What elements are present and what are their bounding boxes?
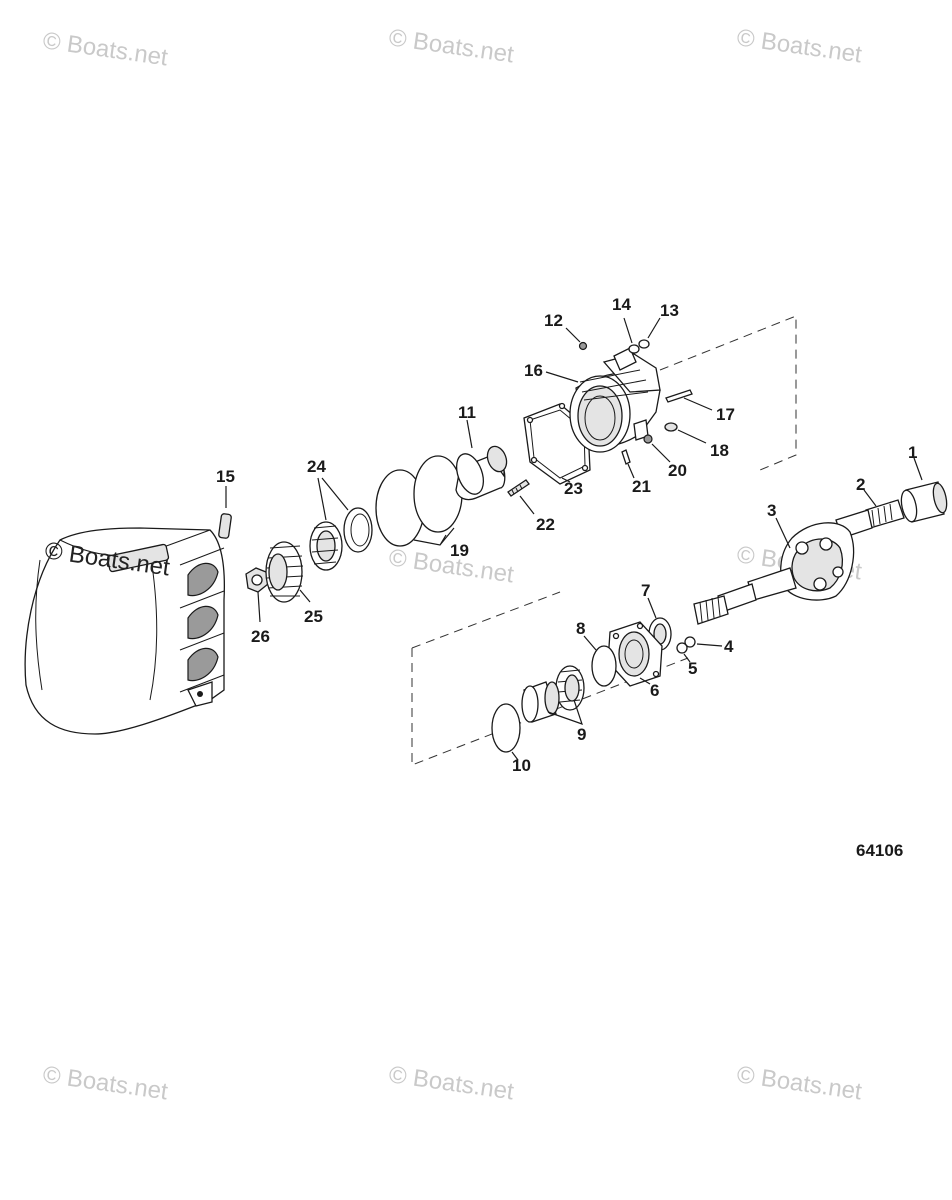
part-5-washer	[676, 642, 688, 654]
watermark-bottom-center: © Boats.net	[387, 1061, 516, 1105]
part-24-bearing	[309, 477, 373, 571]
watermark-top-right: © Boats.net	[735, 24, 864, 68]
callout-23: 23	[564, 479, 583, 498]
callout-labels: 1 2 3 4 5 6 7 8 9 10 11 12 13 14 15 16 1…	[216, 295, 917, 775]
callout-7: 7	[641, 581, 650, 600]
part-12-screw	[578, 341, 588, 351]
callout-2: 2	[856, 475, 865, 494]
callout-10: 10	[512, 756, 531, 775]
part-16-main-housing	[545, 347, 661, 453]
callout-25: 25	[304, 607, 323, 626]
part-25-bevel-gear	[265, 541, 311, 603]
part-6-retainer	[607, 621, 663, 687]
part-8-o-ring	[583, 635, 617, 687]
part-15-pin	[218, 486, 232, 539]
callout-1: 1	[908, 443, 917, 462]
watermark-bottom-left: © Boats.net	[41, 1061, 170, 1105]
callout-14: 14	[612, 295, 631, 314]
part-17-pin	[665, 389, 693, 403]
part-1-bushing	[900, 457, 948, 523]
part-4-5-nut-washer	[676, 636, 723, 663]
callout-9: 9	[577, 725, 586, 744]
part-2-3-driveshaft	[693, 489, 905, 625]
callout-17: 17	[716, 405, 735, 424]
part-20-ball	[643, 434, 653, 444]
part-10-o-ring	[491, 703, 521, 761]
callout-13: 13	[660, 301, 679, 320]
callout-15: 15	[216, 467, 235, 486]
figure-id: 64106	[856, 841, 903, 860]
callout-20: 20	[668, 461, 687, 480]
callout-11: 11	[458, 403, 476, 422]
callout-26: 26	[251, 627, 270, 646]
part-21-screw	[621, 449, 631, 465]
part-26-nut	[245, 567, 269, 623]
callout-8: 8	[576, 619, 585, 638]
callout-12: 12	[544, 311, 563, 330]
callout-16: 16	[524, 361, 543, 380]
callout-3: 3	[767, 501, 776, 520]
upper-dashed-boundary	[659, 315, 797, 471]
watermark-bottom-right: © Boats.net	[735, 1061, 864, 1105]
part-14-washer	[628, 344, 640, 354]
gear-housing	[24, 527, 226, 735]
callout-18: 18	[710, 441, 729, 460]
part-22-stud	[507, 479, 535, 515]
part-13-nut	[638, 339, 650, 349]
part-4-nut	[684, 636, 696, 648]
callout-5: 5	[688, 659, 697, 678]
callout-19: 19	[450, 541, 469, 560]
part-9-bearing	[521, 665, 585, 725]
callout-4: 4	[724, 637, 734, 656]
callout-6: 6	[650, 681, 659, 700]
small-hardware	[565, 317, 713, 479]
callout-24: 24	[307, 457, 326, 476]
watermark-top-left: © Boats.net	[41, 27, 170, 71]
part-11-sleeve	[455, 419, 508, 501]
callout-22: 22	[536, 515, 555, 534]
lower-dashed-boundary	[411, 591, 689, 766]
dashed-boundaries	[411, 315, 797, 766]
part-19-o-rings	[375, 455, 463, 547]
part-18-plug	[664, 422, 678, 432]
callout-21: 21	[632, 477, 651, 496]
watermark-top-center: © Boats.net	[387, 24, 516, 68]
